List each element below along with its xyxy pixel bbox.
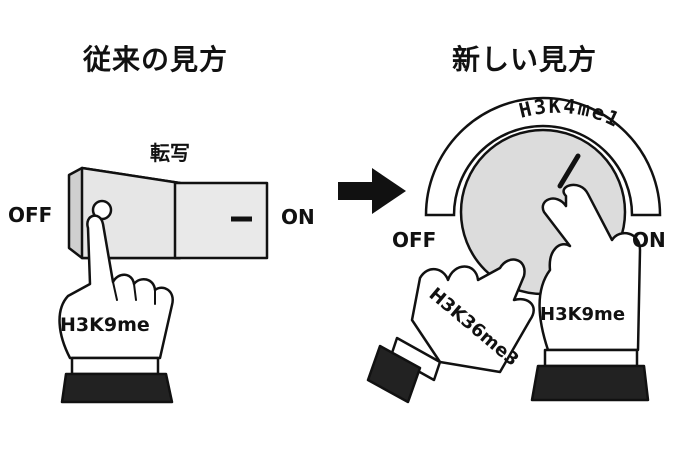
- right-on-label: ON: [632, 228, 666, 252]
- right-arrow-icon: [338, 168, 406, 214]
- gloved-hand-icon: [366, 258, 535, 404]
- toggle-switch-icon: [67, 166, 269, 260]
- left-on-label: ON: [281, 205, 315, 229]
- left-hand-label: H3K9me: [60, 314, 150, 336]
- switch-label: 転写: [150, 141, 190, 165]
- right-off-label: OFF: [392, 228, 437, 252]
- gloved-hand-icon: [530, 183, 650, 402]
- left-off-label: OFF: [8, 203, 53, 227]
- traditional-view-heading: 従来の見方: [83, 43, 229, 76]
- gloved-hand-icon: [58, 214, 174, 404]
- right-hand-label: H3K9me: [540, 304, 625, 325]
- new-view-heading: 新しい見方: [452, 43, 598, 76]
